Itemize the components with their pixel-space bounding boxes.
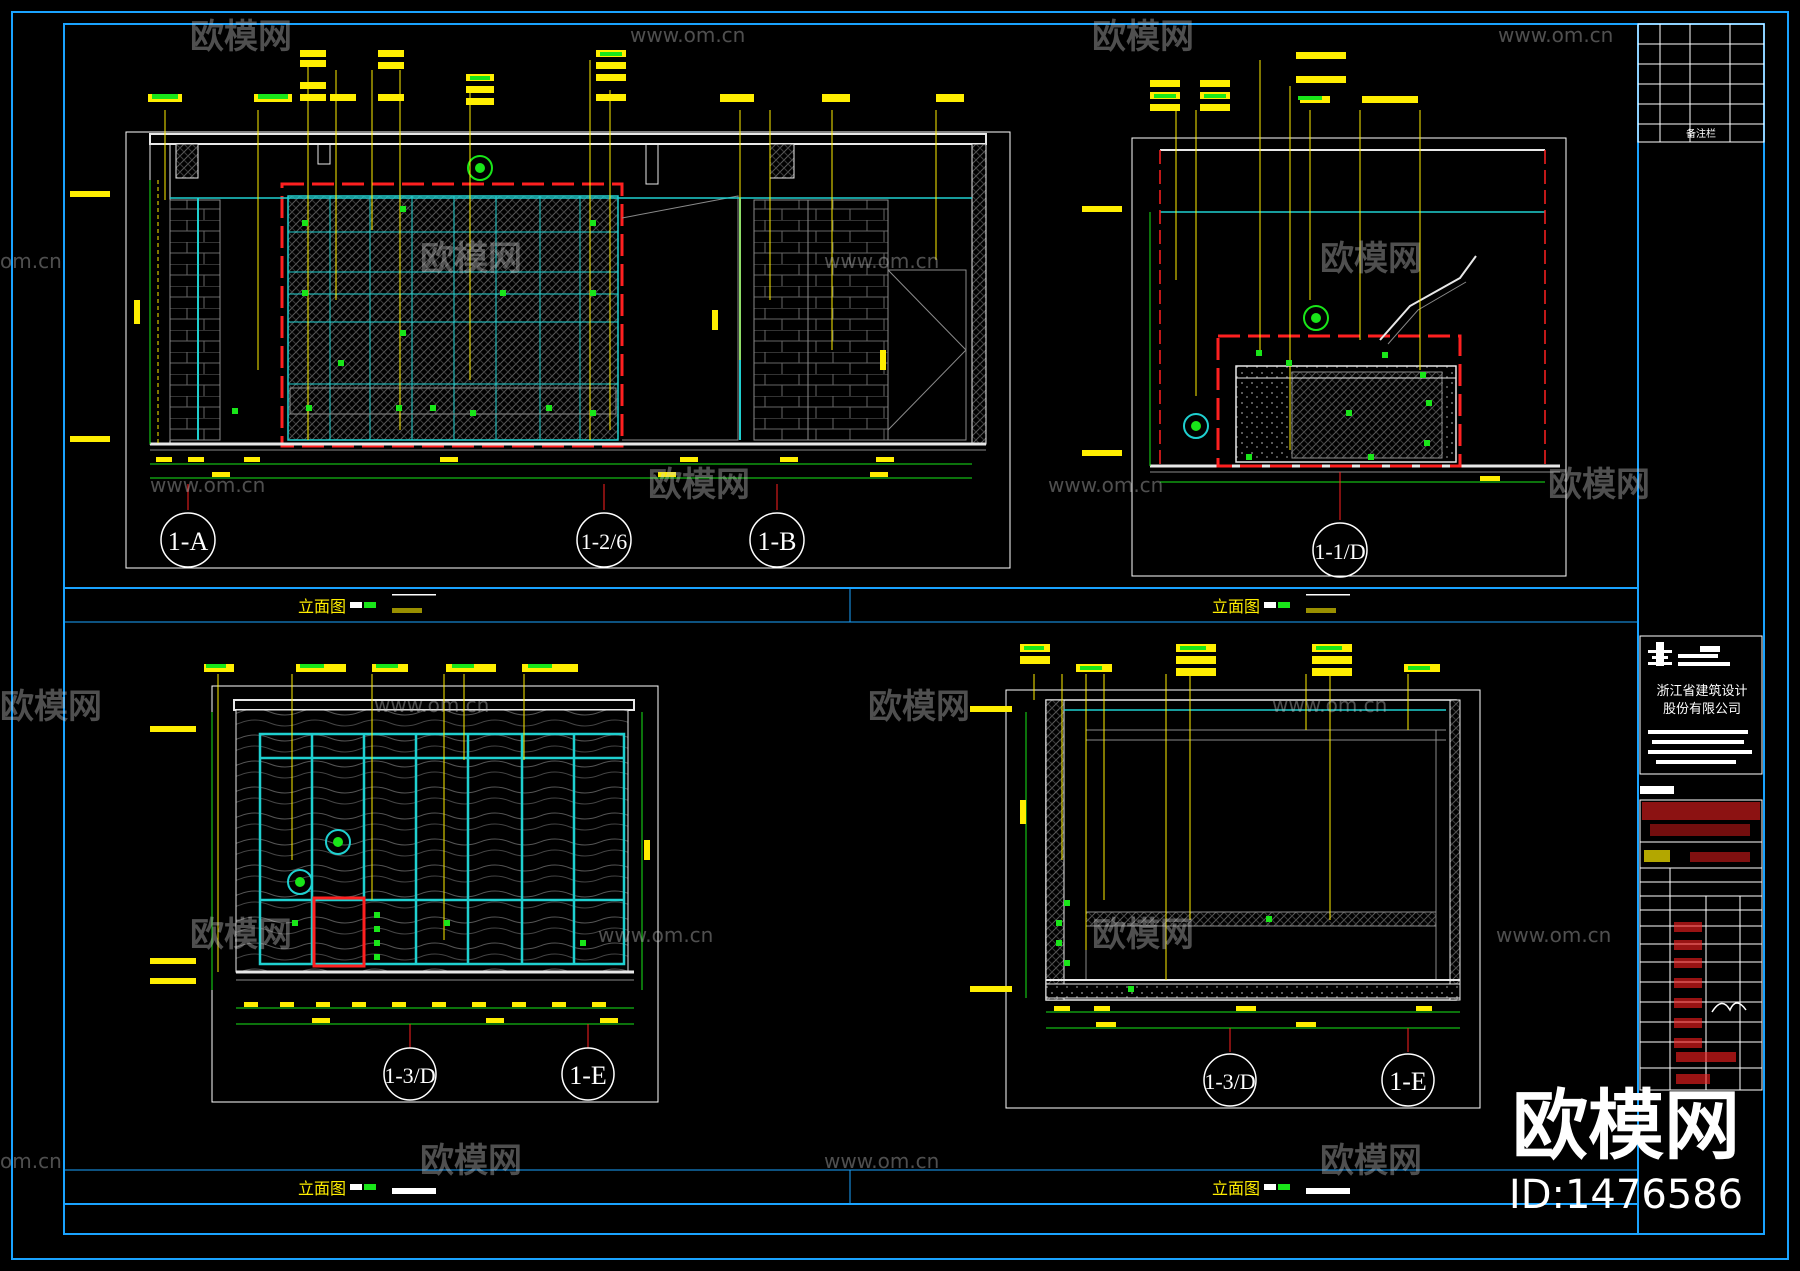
- watermark-site: www.om.cn: [374, 693, 489, 717]
- section-label: 1-E: [1389, 1067, 1427, 1096]
- watermark-brand: 欧模网: [420, 239, 522, 279]
- elevation-view-top-left: 1-A 1-2/6 1-B 立面图: [70, 50, 1011, 616]
- watermark-site: www.om.cn: [1498, 23, 1613, 47]
- section-marker-1e-right: 1-E: [1381, 1028, 1435, 1107]
- section-label: 1-3/D: [1204, 1069, 1255, 1094]
- watermark-site-short: om.cn: [0, 249, 62, 273]
- watermark-brand: 欧模网: [190, 915, 292, 955]
- elevation-view-bottom-left: 1-3/D 1-E 立面图: [150, 664, 659, 1198]
- watermark-brand: 欧模网: [648, 465, 750, 505]
- sheet-frame: [11, 11, 1789, 1260]
- section-label: 1-A: [168, 527, 209, 556]
- company-logo: [1648, 642, 1730, 666]
- brand-stamp-id: ID:1476586: [1509, 1172, 1743, 1218]
- brand-stamp-text: 欧模网: [1512, 1081, 1740, 1170]
- elevation-view-top-right: 1-1/D 立面图: [1082, 52, 1567, 616]
- watermark-brand: 欧模网: [190, 17, 292, 57]
- elevation-view-bottom-right: 1-3/D 1-E 立面图: [970, 644, 1481, 1198]
- section-marker-1a: 1-A: [160, 484, 216, 568]
- section-marker-1-3d-right: 1-3/D: [1203, 1028, 1257, 1107]
- watermark-site: www.om.cn: [598, 923, 713, 947]
- watermark-site: www.om.cn: [824, 1149, 939, 1173]
- watermark-site: www.om.cn: [1272, 693, 1387, 717]
- watermark-brand: 欧模网: [420, 1141, 522, 1181]
- signature-mark: [1711, 1002, 1747, 1013]
- section-marker-1b: 1-B: [749, 484, 805, 568]
- watermark-brand: 欧模网: [1320, 239, 1422, 279]
- section-marker-1-1d: 1-1/D: [1312, 472, 1368, 578]
- watermark-site-short: om.cn: [0, 1149, 62, 1173]
- title-block: 备注栏 浙江省建筑设计 股份有限公司: [1637, 23, 1765, 1235]
- title-block-table: [1639, 799, 1763, 1091]
- view-title: 立面图: [1212, 597, 1260, 616]
- section-label: 1-E: [569, 1061, 607, 1090]
- watermark-brand: 欧模网: [1548, 465, 1650, 505]
- watermark-brand: 欧模网: [1092, 915, 1194, 955]
- brand-stamp: 欧模网 ID:1476586: [1509, 1081, 1743, 1218]
- svg-text:股份有限公司: 股份有限公司: [1663, 702, 1741, 717]
- watermark-brand: 欧模网: [0, 687, 102, 727]
- section-label: 1-1/D: [1314, 539, 1365, 564]
- watermark-brand: 欧模网: [868, 687, 970, 727]
- view-title: 立面图: [1212, 1179, 1260, 1198]
- view-title: 立面图: [298, 597, 346, 616]
- watermark-layer: 欧模网 欧模网 欧模网 欧模网 欧模网 欧模网 欧模网 欧模网 欧模网 欧模网 …: [0, 17, 1650, 1181]
- company-name: 浙江省建筑设计: [1656, 683, 1747, 699]
- watermark-brand: 欧模网: [1092, 17, 1194, 57]
- watermark-site: www.om.cn: [630, 23, 745, 47]
- section-marker-1-3d: 1-3/D: [383, 1024, 437, 1101]
- section-marker-1-2-6: 1-2/6: [576, 484, 632, 568]
- watermark-site: www.om.cn: [150, 473, 265, 497]
- section-label: 1-3/D: [384, 1063, 435, 1088]
- watermark-brand: 欧模网: [1320, 1141, 1422, 1181]
- view-title: 立面图: [298, 1179, 346, 1198]
- watermark-site: www.om.cn: [1048, 473, 1163, 497]
- notes-label: 备注栏: [1686, 127, 1716, 140]
- section-marker-1e: 1-E: [561, 1024, 615, 1101]
- watermark-site: www.om.cn: [1496, 923, 1611, 947]
- watermark-site: www.om.cn: [824, 249, 939, 273]
- section-label: 1-2/6: [581, 529, 627, 554]
- section-label: 1-B: [758, 527, 797, 556]
